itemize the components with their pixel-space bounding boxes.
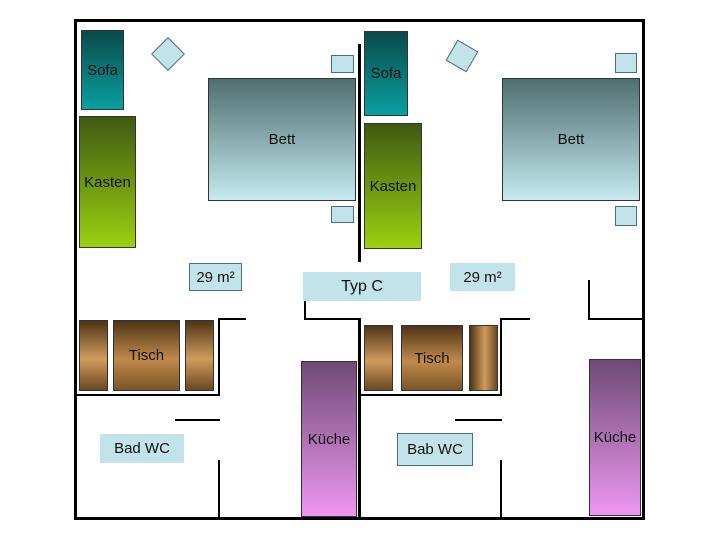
right-wall-kitchen-stub [588, 280, 590, 320]
left-nightstand-bottom [331, 206, 354, 223]
right-wall-bath-left [500, 318, 502, 396]
left-kitchen-label: Küche [307, 430, 351, 448]
divider-wall-upper [358, 44, 361, 262]
right-chair-left [364, 325, 393, 391]
right-sofa-label: Sofa [370, 65, 402, 82]
left-wall-kitchen-top [218, 318, 246, 320]
left-bed-label: Bett [268, 131, 296, 148]
right-wall-bath-top [360, 394, 502, 396]
right-nightstand-top [615, 53, 637, 73]
left-wall-bath-right [218, 460, 220, 518]
right-bed: Bett [502, 78, 640, 201]
left-wall-hall-stub [304, 300, 306, 320]
right-chair-right [469, 325, 498, 391]
outer-wall-left [74, 19, 77, 520]
right-area-label: 29 m² [450, 263, 515, 291]
left-area-label: 29 m² [189, 263, 242, 291]
right-kasten: Kasten [364, 123, 422, 249]
left-sofa: Sofa [81, 30, 124, 110]
left-sofa-label: Sofa [87, 61, 118, 79]
divider-wall-lower [358, 318, 361, 518]
left-table: Tisch [113, 320, 180, 391]
outer-wall-bottom [74, 517, 645, 520]
right-nightstand-bottom [615, 206, 637, 226]
right-wall-bath-right [500, 460, 502, 518]
left-kasten-label: Kasten [84, 173, 131, 191]
left-kitchen: Küche [301, 361, 357, 517]
right-table: Tisch [401, 325, 463, 391]
right-bed-label: Bett [557, 131, 585, 148]
left-side-table [151, 37, 185, 71]
right-kitchen: Küche [589, 359, 641, 516]
left-bed: Bett [208, 78, 356, 201]
left-nightstand-top [331, 55, 354, 73]
left-table-label: Tisch [128, 347, 165, 364]
left-kasten: Kasten [79, 116, 136, 248]
left-chair-right [185, 320, 214, 391]
right-bath-label: Bab WC [397, 433, 473, 466]
right-wall-bath-door [455, 419, 502, 421]
right-kasten-label: Kasten [369, 177, 417, 195]
left-wall-hall-top [304, 318, 360, 320]
right-kitchen-label: Küche [593, 429, 637, 446]
type-label: Typ C [303, 272, 421, 301]
left-bath-label: Bad WC [100, 434, 184, 463]
left-wall-bath-top [76, 394, 220, 396]
left-wall-bath-door [175, 419, 220, 421]
right-side-table [445, 39, 479, 73]
right-wall-kitchen-top [588, 318, 644, 320]
outer-wall-top [74, 19, 645, 22]
left-wall-kitchen-left [218, 318, 220, 396]
left-chair-left [79, 320, 108, 391]
right-table-label: Tisch [414, 349, 450, 367]
right-wall-hall-top [500, 318, 530, 320]
outer-wall-right [642, 19, 645, 520]
right-sofa: Sofa [364, 31, 408, 116]
